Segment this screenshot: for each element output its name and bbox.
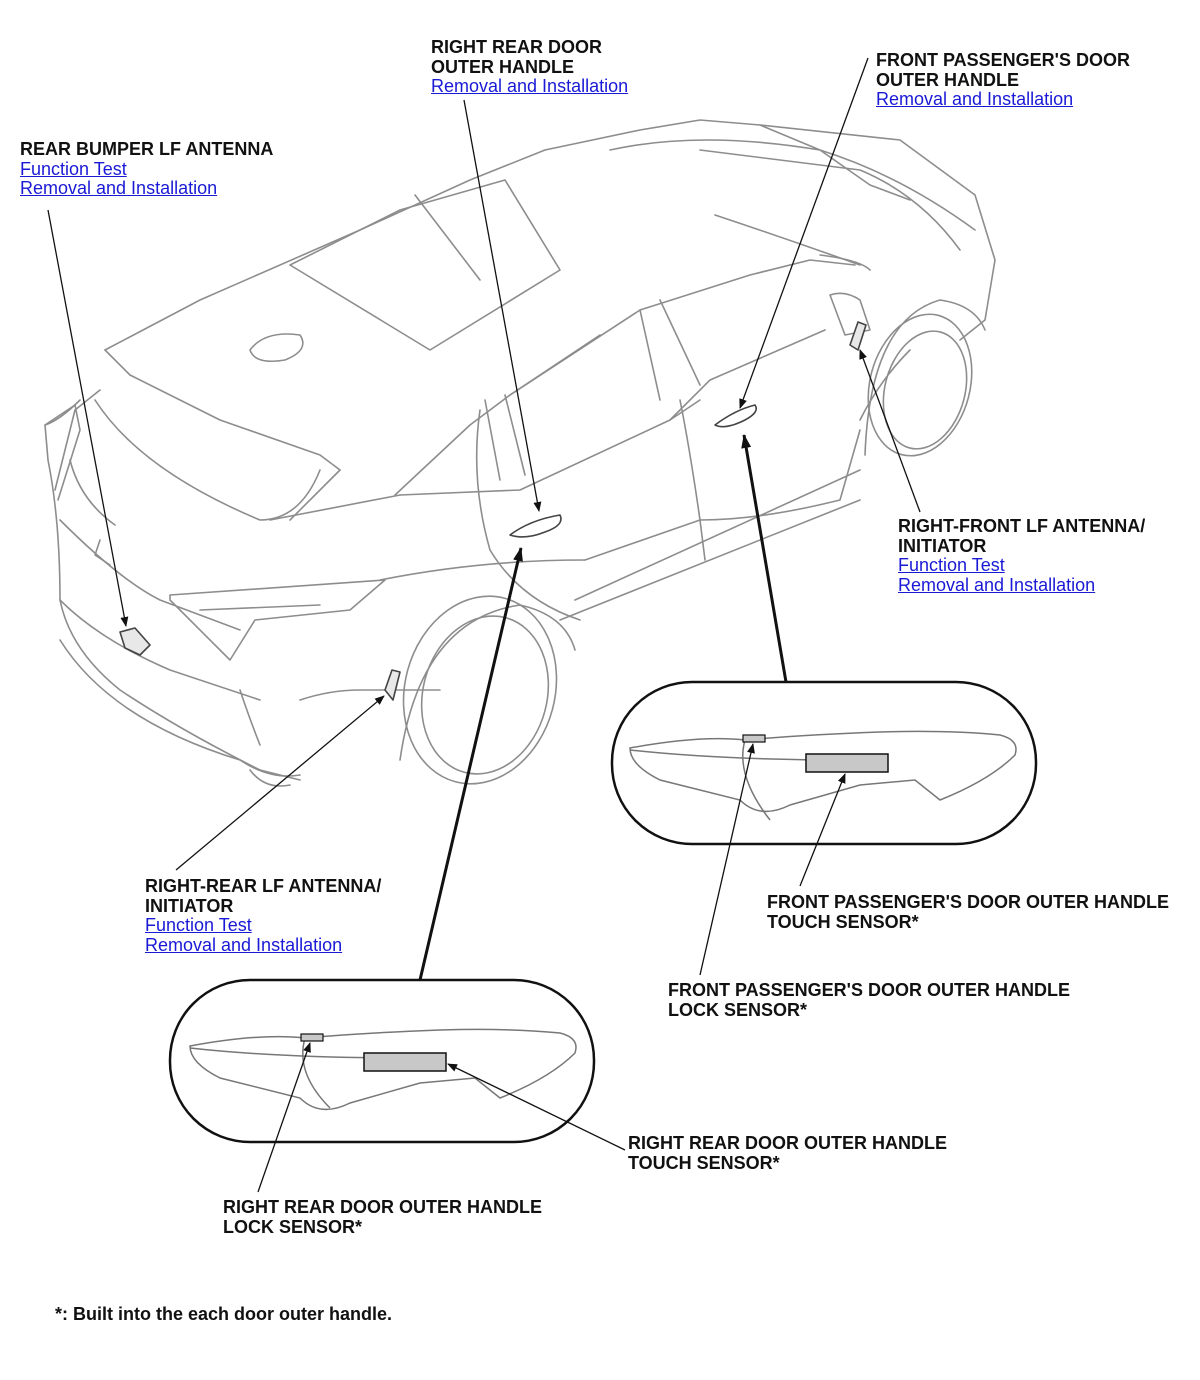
callout-title-line1: RIGHT REAR DOOR	[431, 37, 602, 57]
inset-arrows	[418, 434, 788, 981]
callout-right-front-lf-antenna: RIGHT-FRONT LF ANTENNA/ INITIATOR Functi…	[898, 516, 1146, 595]
callout-title: REAR BUMPER LF ANTENNA	[20, 139, 274, 159]
leader-right-rear-antenna	[175, 695, 385, 871]
callout-title-line1: RIGHT-REAR LF ANTENNA/	[145, 876, 382, 896]
leader-fp-lock-sensor	[699, 743, 755, 976]
callout-right-rear-lock-sensor: RIGHT REAR DOOR OUTER HANDLE LOCK SENSOR…	[223, 1197, 542, 1237]
callout-front-passenger-door-outer-handle: FRONT PASSENGER'S DOOR OUTER HANDLE Remo…	[876, 50, 1130, 110]
function-test-link[interactable]: Function Test	[20, 158, 127, 179]
callout-right-rear-lf-antenna: RIGHT-REAR LF ANTENNA/ INITIATOR Functio…	[145, 876, 382, 955]
callout-front-passenger-lock-sensor: FRONT PASSENGER'S DOOR OUTER HANDLE LOCK…	[668, 980, 1070, 1020]
removal-installation-link[interactable]: Removal and Installation	[145, 934, 343, 955]
callout-title-line1: RIGHT REAR DOOR OUTER HANDLE	[223, 1197, 542, 1217]
callout-rear-bumper-lf-antenna: REAR BUMPER LF ANTENNA Function Test Rem…	[20, 139, 274, 199]
callout-title-line2: TOUCH SENSOR*	[628, 1152, 780, 1173]
removal-installation-link[interactable]: Removal and Installation	[898, 574, 1096, 595]
front-passenger-touch-sensor-rect	[805, 753, 889, 773]
removal-installation-link[interactable]: Removal and Installation	[20, 178, 218, 198]
right-rear-touch-sensor-rect	[363, 1052, 447, 1072]
right-rear-lock-sensor-rect	[300, 1033, 324, 1042]
right-rear-handle-inset	[168, 978, 596, 1144]
callout-title-line1: FRONT PASSENGER'S DOOR OUTER HANDLE	[767, 892, 1169, 912]
callout-front-passenger-touch-sensor: FRONT PASSENGER'S DOOR OUTER HANDLE TOUC…	[767, 892, 1169, 932]
function-test-link[interactable]: Function Test	[898, 555, 1005, 575]
arrow-rr-inset-to-handle	[418, 547, 523, 981]
footnote: *: Built into the each door outer handle…	[55, 1304, 393, 1324]
leader-lines	[47, 57, 921, 1193]
callout-title-line1: RIGHT-FRONT LF ANTENNA/	[898, 516, 1146, 536]
front-passenger-lock-sensor-rect	[742, 734, 766, 743]
arrow-fp-inset-to-handle	[741, 434, 788, 683]
callout-title-line2: OUTER HANDLE	[876, 69, 1019, 90]
leader-right-front-antenna	[859, 349, 921, 513]
callout-title-line2: TOUCH SENSOR*	[767, 911, 919, 932]
callout-title-line2: INITIATOR	[145, 895, 234, 916]
callout-right-rear-touch-sensor: RIGHT REAR DOOR OUTER HANDLE TOUCH SENSO…	[628, 1133, 947, 1173]
callout-title-line2: LOCK SENSOR*	[668, 999, 808, 1020]
callout-title-line1: RIGHT REAR DOOR OUTER HANDLE	[628, 1133, 947, 1153]
leader-front-passenger-handle	[739, 57, 869, 409]
vehicle-illustration	[44, 119, 996, 787]
leader-fp-touch-sensor	[799, 773, 846, 887]
leader-right-rear-handle	[463, 99, 542, 512]
function-test-link[interactable]: Function Test	[145, 915, 252, 935]
callout-title-line1: FRONT PASSENGER'S DOOR	[876, 50, 1130, 70]
leader-rear-bumper-antenna	[47, 209, 129, 627]
callout-title-line2: INITIATOR	[898, 535, 987, 556]
removal-installation-link[interactable]: Removal and Installation	[876, 89, 1074, 109]
removal-installation-link[interactable]: Removal and Installation	[431, 76, 629, 96]
leader-rr-touch-sensor	[447, 1063, 626, 1151]
callout-title-line2: OUTER HANDLE	[431, 56, 574, 77]
callout-title-line1: FRONT PASSENGER'S DOOR OUTER HANDLE	[668, 980, 1070, 1000]
callout-right-rear-door-outer-handle: RIGHT REAR DOOR OUTER HANDLE Removal and…	[431, 37, 629, 97]
callout-title-line2: LOCK SENSOR*	[223, 1216, 363, 1237]
leader-rr-lock-sensor	[257, 1042, 311, 1193]
front-passenger-handle-inset	[610, 680, 1038, 846]
